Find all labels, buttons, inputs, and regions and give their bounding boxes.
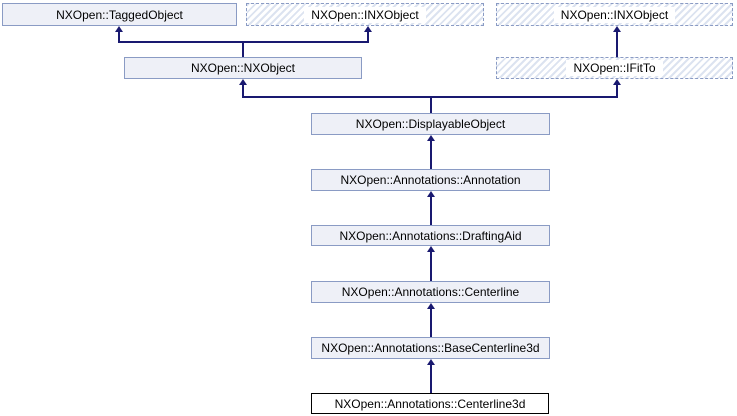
edge-centerline3d-to-basecenterline3d [430, 365, 432, 393]
edge-to-taggedobject [118, 31, 120, 42]
edge-annotation-to-displayableobject [430, 141, 432, 169]
node-draftingaid[interactable]: NXOpen::Annotations::DraftingAid [311, 225, 550, 246]
edge-ifitto-to-inxobject-2 [616, 32, 618, 57]
arrowhead-up-icon [427, 303, 435, 309]
arrowhead-up-icon [613, 26, 621, 32]
arrowhead-up-icon [613, 79, 621, 85]
node-label: NXOpen::Annotations::Centerline3d [334, 396, 526, 411]
edge-basecenterline3d-to-centerline [430, 309, 432, 337]
node-ifitto[interactable]: NXOpen::IFitTo [496, 57, 733, 79]
node-centerline3d-current: NXOpen::Annotations::Centerline3d [311, 393, 549, 414]
edge-nxobject-branch-line [118, 41, 369, 43]
edge-to-inxobject-1 [367, 31, 369, 42]
edge-draftingaid-to-annotation [430, 197, 432, 225]
arrowhead-up-icon [427, 359, 435, 365]
node-displayableobject[interactable]: NXOpen::DisplayableObject [311, 113, 550, 135]
arrowhead-up-icon [239, 79, 247, 85]
arrowhead-up-icon [427, 191, 435, 197]
edge-to-ifitto [616, 85, 618, 97]
node-basecenterline3d[interactable]: NXOpen::Annotations::BaseCenterline3d [311, 337, 550, 359]
node-inxobject-2[interactable]: NXOpen::INXObject [496, 3, 733, 26]
node-label: NXOpen::Annotations::BaseCenterline3d [321, 341, 540, 355]
edge-displayableobject-stem [430, 96, 432, 114]
arrowhead-up-icon [115, 26, 123, 32]
arrowhead-up-icon [427, 135, 435, 141]
node-label: NXOpen::DisplayableObject [355, 117, 506, 131]
edge-centerline-to-draftingaid [430, 252, 432, 281]
edge-displayableobject-branch-line [242, 96, 618, 98]
edge-to-nxobject [242, 85, 244, 97]
node-label: NXOpen::INXObject [304, 6, 426, 23]
node-taggedobject[interactable]: NXOpen::TaggedObject [2, 3, 237, 26]
node-label: NXOpen::NXObject [190, 61, 296, 75]
arrowhead-up-icon [427, 246, 435, 252]
node-label: NXOpen::Annotations::DraftingAid [339, 228, 522, 243]
node-label: NXOpen::INXObject [553, 6, 676, 23]
node-label: NXOpen::TaggedObject [56, 7, 183, 22]
node-label: NXOpen::Annotations::Annotation [340, 173, 521, 187]
node-centerline[interactable]: NXOpen::Annotations::Centerline [311, 281, 550, 303]
arrowhead-up-icon [364, 26, 372, 32]
node-inxobject-1[interactable]: NXOpen::INXObject [246, 3, 484, 26]
node-label: NXOpen::Annotations::Centerline [341, 285, 520, 299]
node-nxobject[interactable]: NXOpen::NXObject [124, 57, 362, 79]
edge-nxobject-stem [242, 41, 244, 58]
node-label: NXOpen::IFitTo [566, 60, 663, 76]
node-annotation[interactable]: NXOpen::Annotations::Annotation [311, 169, 550, 191]
